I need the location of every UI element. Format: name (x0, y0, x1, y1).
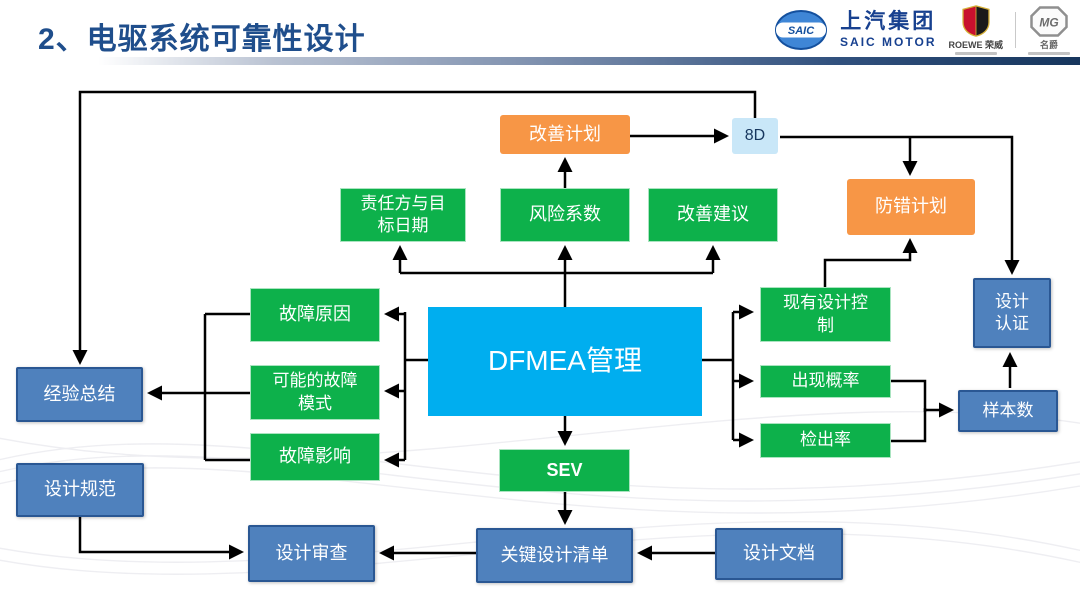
mg-octagon-icon: MG (1030, 5, 1068, 37)
node-design-review: 设计审查 (248, 525, 375, 582)
saic-badge-icon: SAIC (775, 10, 828, 50)
node-risk-factor: 风险系数 (500, 188, 630, 242)
node-responsible-target-date: 责任方与目 标日期 (340, 188, 466, 242)
node-design-spec: 设计规范 (16, 463, 144, 517)
mg-logo: MG 名爵 (1028, 5, 1070, 55)
node-sev: SEV (499, 449, 630, 492)
node-design-document: 设计文档 (715, 528, 843, 580)
saic-name-cn: 上汽集团 (840, 10, 937, 34)
node-improve-suggestion: 改善建议 (648, 188, 778, 242)
node-failure-effect: 故障影响 (250, 433, 380, 481)
saic-wordmark: 上汽集团 SAIC MOTOR (840, 10, 937, 49)
node-dfmea-management: DFMEA管理 (428, 307, 702, 416)
node-sample-count: 样本数 (958, 390, 1058, 432)
mg-label: 名爵 (1039, 39, 1058, 50)
roewe-label: ROEWE 荣威 (948, 40, 1003, 50)
node-lessons-learned: 经验总结 (16, 367, 143, 422)
logo-bar: SAIC 上汽集团 SAIC MOTOR ROEWE 荣威 MG 名爵 (774, 5, 1070, 55)
node-existing-design-control: 现有设计控 制 (760, 287, 891, 342)
page-title: 2、电驱系统可靠性设计 (38, 23, 366, 56)
svg-text:MG: MG (1039, 15, 1058, 29)
roewe-logo: ROEWE 荣威 (948, 5, 1003, 55)
node-detection-rate: 检出率 (760, 423, 891, 458)
svg-text:SAIC: SAIC (788, 25, 815, 37)
node-possible-failure-mode: 可能的故障 模式 (250, 365, 380, 420)
connectors (72, 90, 1020, 561)
node-improve-plan: 改善计划 (500, 115, 630, 154)
title-underline (98, 57, 1080, 65)
roewe-slogan-bar (954, 52, 997, 55)
node-key-design-list: 关键设计清单 (476, 528, 633, 583)
saic-name-en: SAIC MOTOR (840, 34, 937, 49)
node-eight-d: 8D (732, 118, 778, 154)
mg-slogan-bar (1028, 51, 1070, 55)
roewe-shield-icon (962, 5, 990, 37)
node-occurrence-probability: 出现概率 (760, 365, 891, 398)
logo-divider (1015, 12, 1016, 48)
node-error-proof-plan: 防错计划 (847, 179, 975, 235)
node-failure-cause: 故障原因 (250, 288, 380, 342)
node-design-verification: 设计 认证 (973, 278, 1051, 348)
